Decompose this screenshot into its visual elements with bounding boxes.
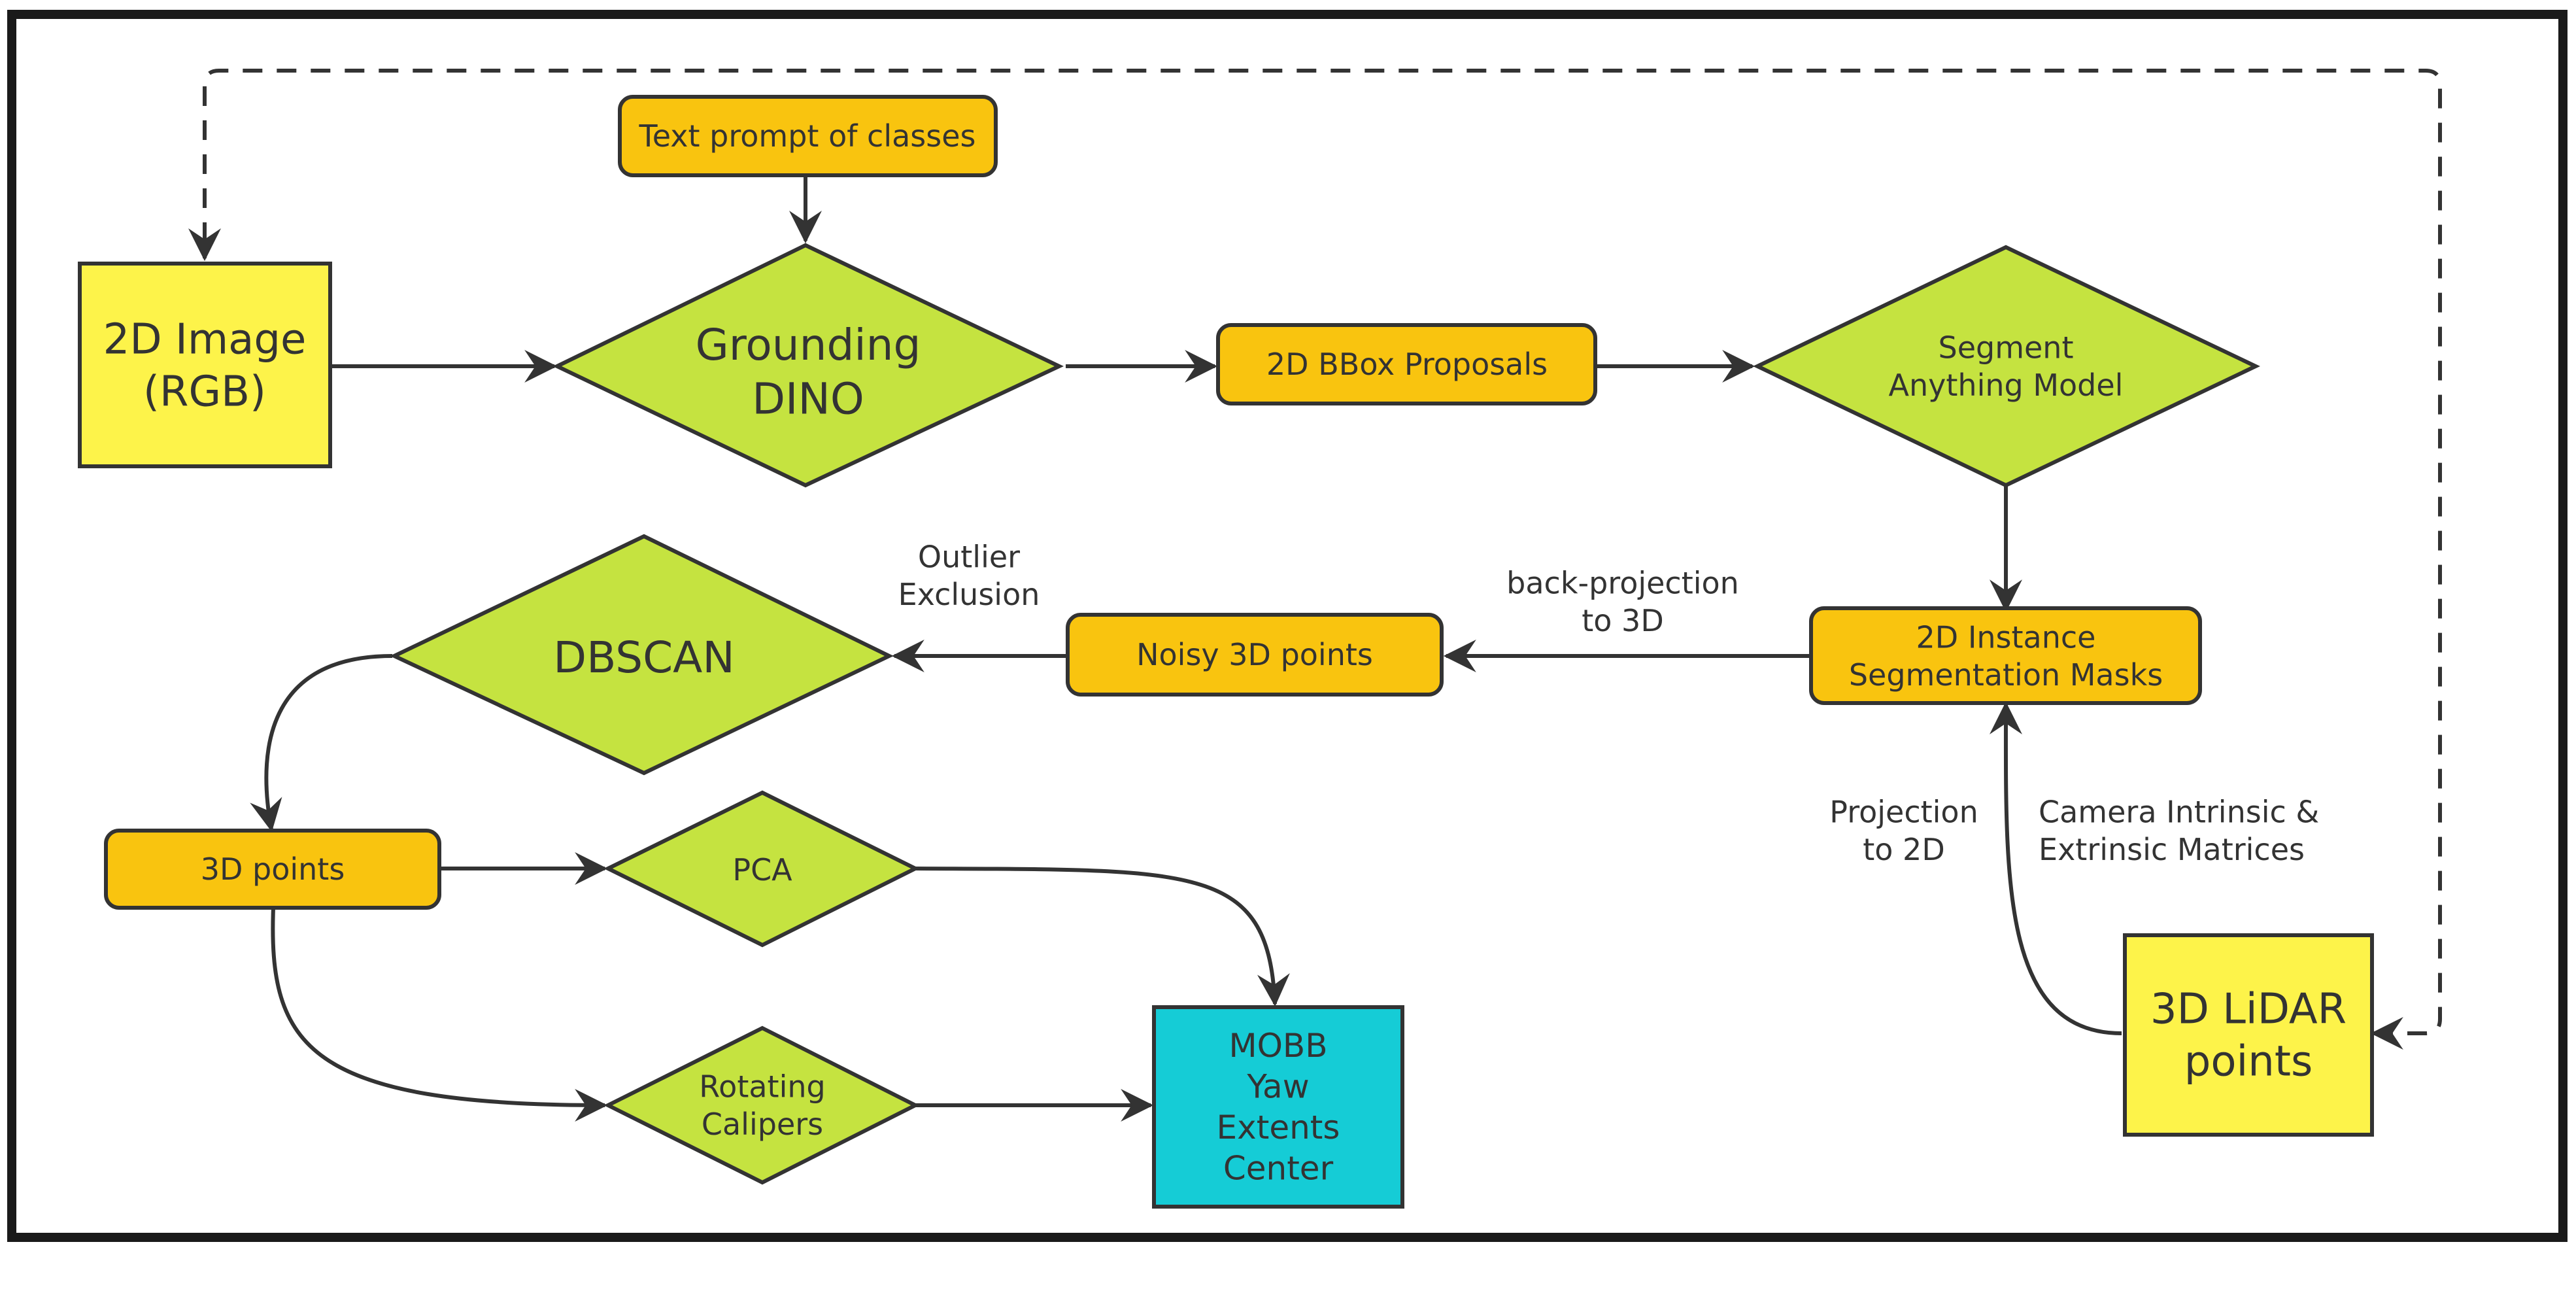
text-line: Segment — [1939, 330, 2074, 365]
edge-pca-to-mobb — [915, 867, 1290, 1007]
text-line: Outlier — [918, 539, 1020, 574]
text-line: Projection — [1829, 794, 1978, 829]
node-3d-points-label: 3D points — [201, 852, 345, 887]
node-bbox-proposals — [1216, 323, 1597, 405]
text-line: 3D LiDAR — [2150, 985, 2347, 1033]
text-line: 2D Image — [103, 315, 307, 364]
text-line: PCA — [732, 852, 792, 887]
node-dbscan-label: DBSCAN — [553, 632, 734, 683]
node-grounding-dino — [552, 243, 1064, 488]
text-line: Text prompt of classes — [639, 118, 976, 154]
text-line: 3D points — [201, 852, 345, 887]
text-line: points — [2184, 1037, 2313, 1086]
text-line: Anything Model — [1889, 368, 2124, 403]
text-line: Segmentation Masks — [1849, 657, 2163, 693]
text-line: Rotating — [699, 1069, 825, 1104]
edge-points-to-calipers — [271, 907, 608, 1122]
text-line: Calipers — [702, 1107, 823, 1142]
node-bbox-proposals-label: 2D BBox Proposals — [1266, 347, 1548, 382]
node-2d-image-label: 2D Image(RGB) — [103, 315, 307, 416]
text-line: DINO — [752, 373, 864, 424]
text-line: Extrinsic Matrices — [2039, 832, 2305, 867]
node-dbscan — [389, 534, 894, 776]
node-2d-image — [78, 262, 332, 468]
node-instance-masks — [1809, 606, 2202, 705]
edge-label-camera-matrices: Camera Intrinsic &Extrinsic Matrices — [2039, 794, 2319, 867]
edge-lidar-to-image-dashed — [188, 69, 2442, 1050]
text-line: Noisy 3D points — [1136, 637, 1373, 672]
node-rotating-calipers — [603, 1025, 920, 1185]
node-noisy-points — [1066, 613, 1444, 697]
text-line: to 2D — [1863, 832, 1945, 867]
edge-lidar-to-masks — [1989, 701, 2122, 1035]
edges — [188, 69, 2442, 1122]
node-text-prompt — [618, 95, 998, 177]
node-3d-points — [104, 829, 441, 910]
node-sam — [1753, 245, 2260, 488]
text-line: MOBB — [1229, 1027, 1327, 1065]
text-line: 2D BBox Proposals — [1266, 347, 1548, 382]
text-line: Yaw — [1246, 1067, 1309, 1105]
text-line: Extents — [1217, 1109, 1340, 1146]
edge-dbscan-to-points — [250, 654, 393, 833]
text-line: Center — [1223, 1149, 1334, 1187]
text-line: to 3D — [1582, 603, 1664, 638]
node-lidar-points — [2123, 933, 2374, 1137]
text-line: DBSCAN — [553, 632, 734, 683]
text-line: (RGB) — [143, 368, 266, 416]
node-pca-label: PCA — [732, 852, 792, 887]
text-line: back-projection — [1506, 565, 1739, 600]
node-pca — [603, 790, 920, 948]
text-line: Grounding — [696, 320, 921, 370]
text-line: Camera Intrinsic & — [2039, 794, 2319, 829]
text-line: 2D Instance — [1916, 619, 2096, 655]
text-line: Exclusion — [898, 577, 1040, 612]
node-noisy-points-label: Noisy 3D points — [1136, 637, 1373, 672]
node-mobb-output — [1152, 1005, 1404, 1209]
node-text-prompt-label: Text prompt of classes — [639, 118, 976, 154]
